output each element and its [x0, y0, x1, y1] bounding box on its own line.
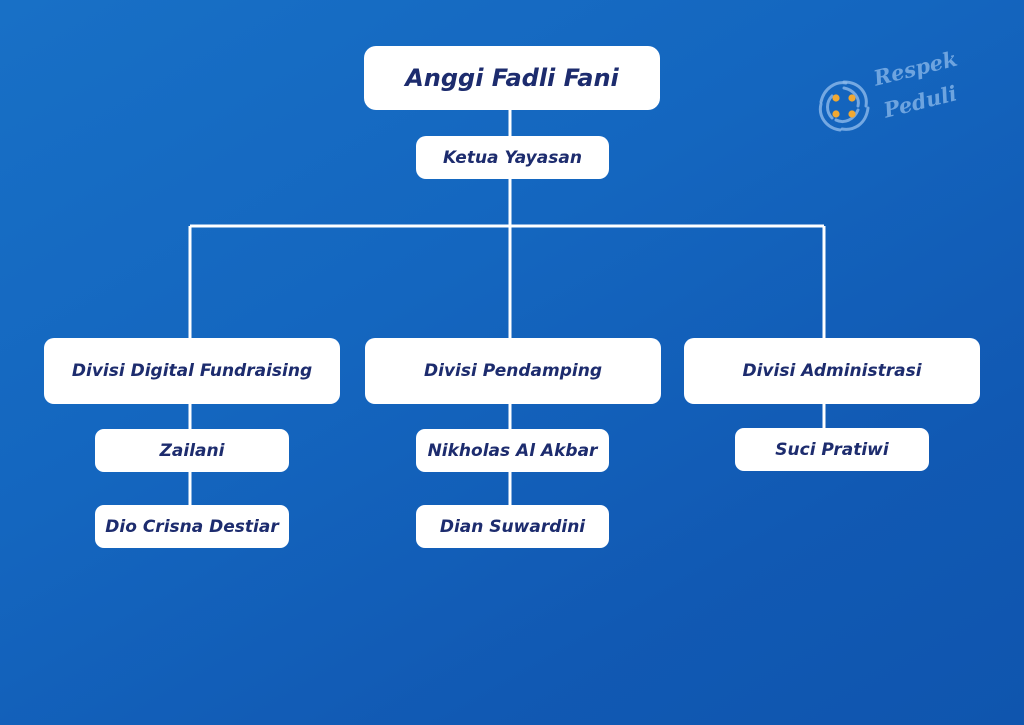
root-title-box: Ketua Yayasan: [416, 136, 609, 179]
root-title: Ketua Yayasan: [443, 147, 582, 168]
division-label: Divisi Administrasi: [742, 361, 922, 381]
division-administrasi: Divisi Administrasi: [684, 338, 980, 404]
member-name: Dian Suwardini: [439, 516, 586, 537]
circle-swirl-logo-icon: [818, 80, 870, 132]
root-name-box: Anggi Fadli Fani: [364, 46, 660, 110]
division-pendamping: Divisi Pendamping: [365, 338, 661, 404]
division-label: Divisi Pendamping: [424, 361, 602, 381]
member-name: Dio Crisna Destiar: [105, 516, 279, 537]
division-digital-fundraising: Divisi Digital Fundraising: [44, 338, 340, 404]
member-name: Zailani: [159, 440, 225, 461]
division-label: Divisi Digital Fundraising: [71, 361, 313, 381]
root-name: Anggi Fadli Fani: [405, 64, 619, 92]
member-box: Suci Pratiwi: [735, 428, 929, 471]
respek-peduli-logo: Respek Peduli: [812, 46, 972, 150]
member-name: Suci Pratiwi: [775, 439, 889, 460]
member-box: Dio Crisna Destiar: [95, 505, 289, 548]
member-box: Nikholas Al Akbar: [416, 429, 609, 472]
member-box: Zailani: [95, 429, 289, 472]
member-box: Dian Suwardini: [416, 505, 609, 548]
member-name: Nikholas Al Akbar: [427, 440, 598, 461]
